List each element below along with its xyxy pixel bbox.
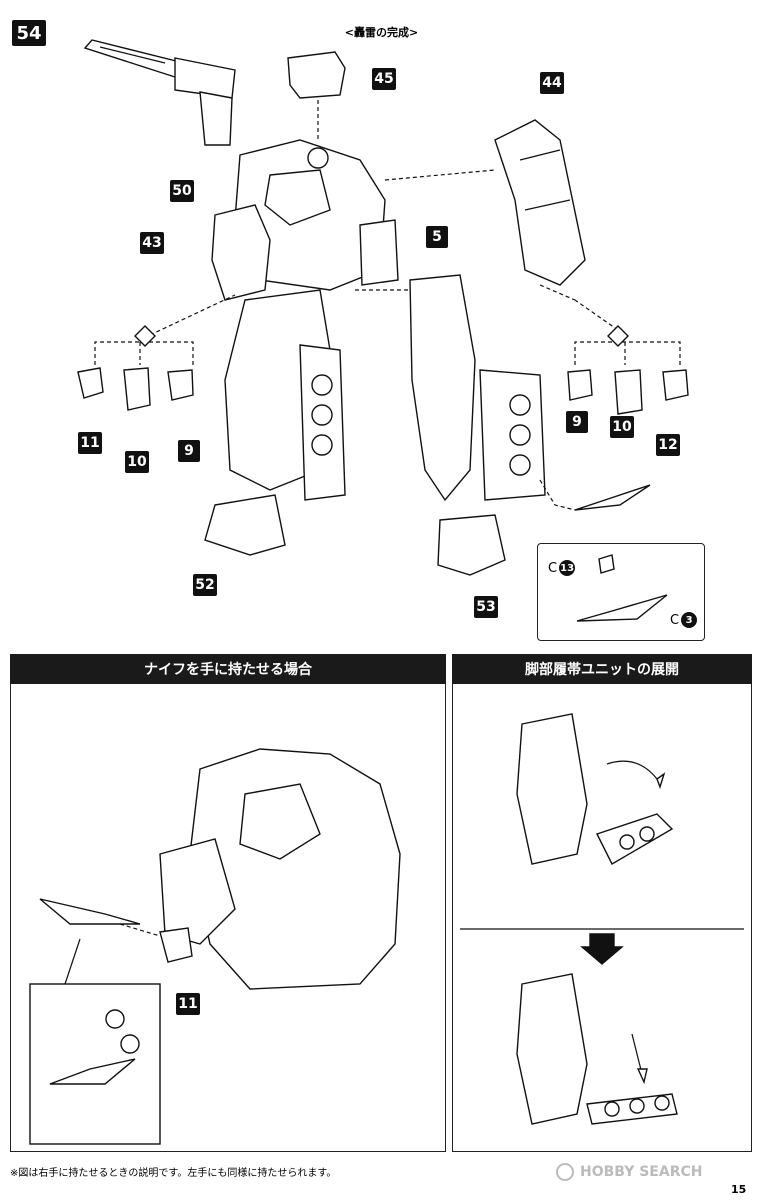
left-leg-illustration <box>204 289 346 556</box>
footnote: ※図は右手に持たせるときの説明です。左手にも同様に持たせられます。 <box>10 1168 337 1179</box>
part-badge-right-hand-9: 9 <box>566 411 588 433</box>
part-badge-left-hand-10: 10 <box>125 451 149 473</box>
runner-number-badge: 13 <box>559 560 576 576</box>
runner-letter: C <box>670 612 680 628</box>
cannon-part-illustration <box>83 39 236 146</box>
knife-section-header: ナイフを手に持たせる場合 <box>10 654 446 684</box>
track-deploy-illustration <box>460 713 744 1125</box>
runner-part-c13: C 13 <box>548 560 576 576</box>
right-arm-part-illustration <box>494 119 586 286</box>
left-hands-illustration <box>77 294 236 411</box>
part-badge-53: 53 <box>474 596 498 618</box>
part-badge-right-hand-12: 12 <box>656 434 680 456</box>
part-badge-left-hand-9: 9 <box>178 440 200 462</box>
runner-letter: C <box>548 560 558 576</box>
part-badge-right-hand-10: 10 <box>610 416 634 438</box>
knife-hand-illustration <box>29 748 401 1145</box>
runner-number-badge: 3 <box>681 612 698 628</box>
runner-callout-illustration <box>576 554 668 622</box>
part-badge-43: 43 <box>140 232 164 254</box>
head-part-illustration <box>287 51 346 99</box>
part-badge-left-hand-11: 11 <box>78 432 102 454</box>
part-badge-5: 5 <box>426 226 448 248</box>
part-badge-44: 44 <box>540 72 564 94</box>
part-badge-52: 52 <box>193 574 217 596</box>
torso-illustration <box>234 139 399 291</box>
track-section-header: 脚部履帯ユニットの展開 <box>452 654 752 684</box>
assembly-illustration <box>77 39 689 576</box>
part-badge-45: 45 <box>372 68 396 90</box>
watermark: HOBBY SEARCH <box>556 1163 702 1181</box>
page-title: <轟雷の完成> <box>344 26 419 39</box>
watermark-logo-icon <box>556 1163 574 1181</box>
knife-illustration <box>574 484 651 511</box>
part-badge-50: 50 <box>170 180 194 202</box>
right-leg-illustration <box>409 274 546 576</box>
page-number: 15 <box>731 1183 747 1196</box>
part-badge-knife-hand-11: 11 <box>176 993 200 1015</box>
runner-part-c3: C 3 <box>670 612 698 628</box>
left-arm-part-illustration <box>211 204 271 301</box>
watermark-text: HOBBY SEARCH <box>580 1164 703 1180</box>
runner-callout-box <box>537 543 705 641</box>
step-number-badge: 54 <box>12 20 46 46</box>
right-hands-illustration <box>567 299 689 415</box>
